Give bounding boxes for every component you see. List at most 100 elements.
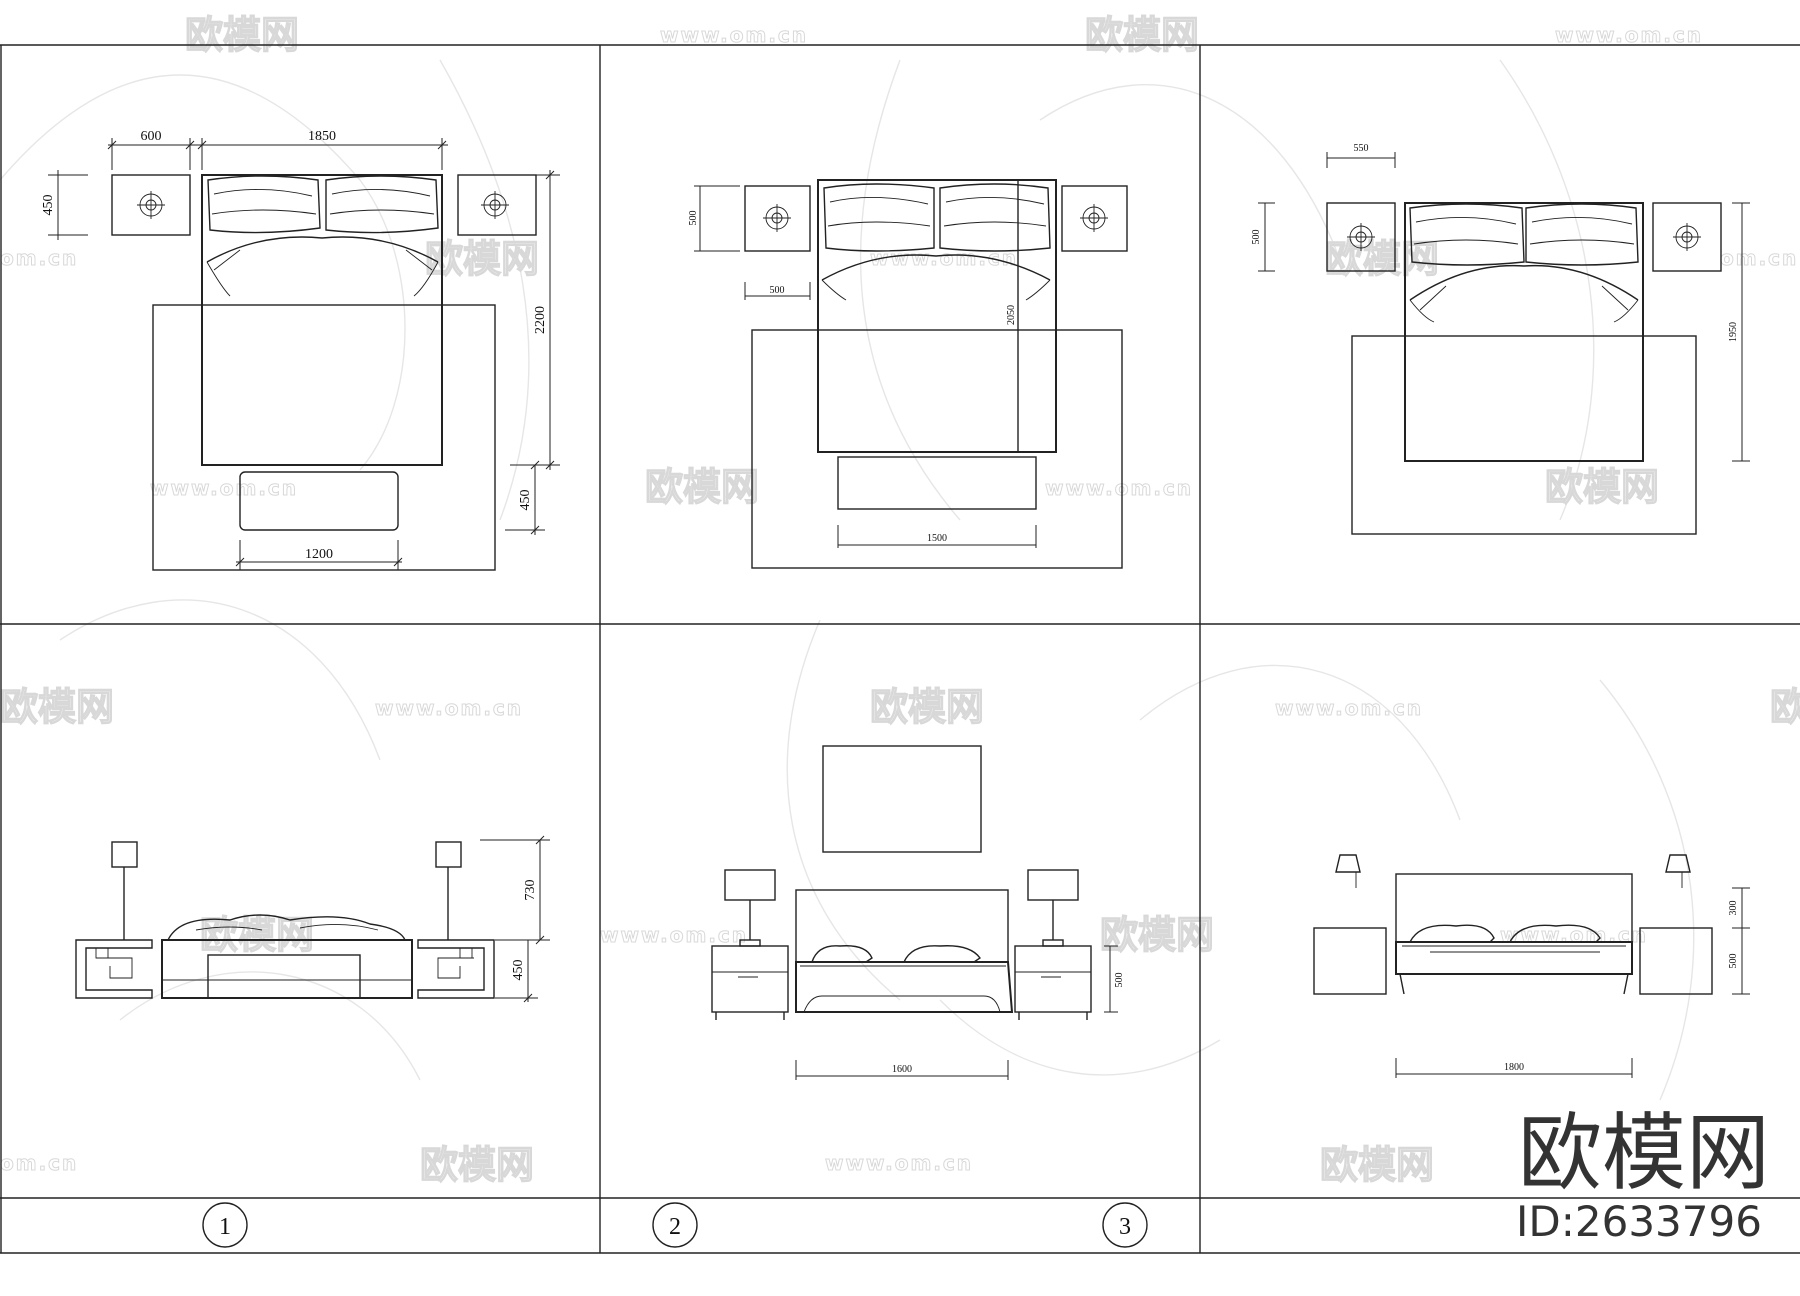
brand-stamp: 欧模网 ID:2633796	[1516, 1104, 1770, 1246]
dim-550: 550	[1354, 143, 1369, 154]
dim-600: 600	[141, 129, 162, 144]
pillow	[1409, 203, 1525, 266]
label-circle	[202, 1202, 248, 1248]
watermark-url-fragment: om.cn	[0, 1151, 78, 1175]
watermark-url: www.om.cn	[1045, 476, 1193, 500]
watermark-url: www.om.cn	[1500, 923, 1648, 947]
lamp-shade-right	[1027, 869, 1079, 901]
watermark-brand: 欧模网	[1085, 13, 1199, 57]
lamp-shade-right	[435, 841, 462, 868]
nightstand-left	[711, 945, 789, 1013]
dim-1500: 1500	[927, 533, 947, 544]
bed	[817, 179, 1057, 453]
sheet-frame	[0, 44, 1800, 1254]
plan-view-2: 500 500 2050 1500	[688, 179, 1128, 569]
nightstand-right	[1639, 927, 1713, 995]
watermark-url-fragment: om.cn	[0, 246, 78, 270]
dim-730: 730	[523, 880, 538, 901]
bedding	[167, 914, 406, 941]
watermark-brand: 欧模网	[1320, 1143, 1434, 1187]
dim-1200: 1200	[305, 547, 333, 562]
plan-view-1: 600 1850 450 2200 450 1200	[41, 129, 560, 571]
pillow	[902, 945, 981, 963]
label-circle	[1102, 1202, 1148, 1248]
watermark-brand: 欧模网	[645, 465, 759, 509]
watermark-url: www.om.cn	[660, 23, 808, 47]
wall-lamp-left	[1335, 854, 1361, 873]
dim-1600: 1600	[892, 1064, 912, 1075]
watermark-brand: 欧模网	[420, 1143, 534, 1187]
watermark-brand: 欧模网	[1100, 913, 1214, 957]
watermark-brand: 欧模网	[1325, 237, 1439, 281]
pillow	[823, 183, 935, 252]
elevation-view-3: 300 500 1800	[1313, 854, 1750, 1078]
watermark-brand: 欧模网	[185, 13, 299, 57]
wall-art	[822, 745, 982, 853]
stamp-id: ID:2633796	[1516, 1197, 1762, 1246]
plan-view-3: 550 500 1950	[1251, 143, 1750, 535]
nightstand-right	[457, 174, 537, 236]
dim-450: 450	[518, 490, 533, 511]
dim-500: 500	[1728, 954, 1739, 969]
pillow	[811, 945, 873, 963]
watermark-brand: 欧模网	[1545, 465, 1659, 509]
watermark-url: www.om.cn	[825, 1151, 973, 1175]
wall-lamp-right	[1665, 854, 1691, 873]
bench	[837, 456, 1037, 510]
watermark-brand-fragment: 欧模网	[1770, 685, 1800, 729]
bed	[1404, 202, 1644, 462]
lamp-shade-left	[111, 841, 138, 868]
dim-500: 500	[1114, 973, 1125, 988]
pillow	[939, 183, 1051, 252]
pillow	[325, 175, 439, 234]
rug	[1351, 335, 1697, 535]
watermark-brand: 欧模网	[870, 685, 984, 729]
nightstand-left	[744, 185, 811, 252]
dim-2200: 2200	[533, 306, 548, 334]
nightstand-left	[1326, 202, 1396, 272]
lamp-shade-left	[724, 869, 776, 901]
nightstand-right	[1652, 202, 1722, 272]
dim-300: 300	[1728, 901, 1739, 916]
watermark-arcs	[0, 59, 1695, 1101]
pillow	[1525, 203, 1639, 266]
rug	[152, 304, 496, 571]
dim-1850: 1850	[308, 129, 336, 144]
rug	[751, 329, 1123, 569]
elevation-view-1: 730 450	[75, 835, 550, 1003]
pillow	[207, 175, 321, 234]
watermark-url: www.om.cn	[375, 696, 523, 720]
bed-frame	[795, 961, 1014, 1013]
view-labels: 1 2 3	[202, 1202, 1148, 1248]
bed	[201, 174, 443, 466]
watermark-url: www.om.cn	[870, 246, 1018, 270]
watermark-url: www.om.cn	[600, 923, 748, 947]
dim-500: 500	[1251, 230, 1262, 245]
watermark-brand: 欧模网	[425, 237, 539, 281]
label-circle	[652, 1202, 698, 1248]
dim-1950: 1950	[1728, 322, 1739, 342]
watermark-url: www.om.cn	[1275, 696, 1423, 720]
nightstand-right	[1014, 945, 1092, 1013]
label-2: 2	[669, 1214, 681, 1240]
dim-2050: 2050	[1006, 305, 1017, 325]
watermark-url: www.om.cn	[1555, 23, 1703, 47]
label-1: 1	[219, 1214, 231, 1240]
watermark-texts: 欧模网 www.om.cn 欧模网 www.om.cn om.cn 欧模网 ww…	[0, 12, 1800, 1187]
watermark-brand-fragment: 欧模网	[0, 685, 114, 729]
pillow	[1508, 924, 1601, 943]
watermark-url: www.om.cn	[150, 476, 298, 500]
dim-1800: 1800	[1504, 1062, 1524, 1073]
headboard	[795, 889, 1009, 963]
label-3: 3	[1119, 1214, 1131, 1240]
dim-450: 450	[511, 960, 526, 981]
nightstand-left	[75, 939, 153, 999]
bench	[239, 471, 399, 531]
watermark-url-fragment: om.cn	[1720, 246, 1798, 270]
dim-450: 450	[41, 195, 56, 216]
dim-500: 500	[770, 285, 785, 296]
stamp-brand: 欧模网	[1518, 1104, 1770, 1202]
dim-500: 500	[688, 211, 699, 226]
nightstand-left	[1313, 927, 1387, 995]
